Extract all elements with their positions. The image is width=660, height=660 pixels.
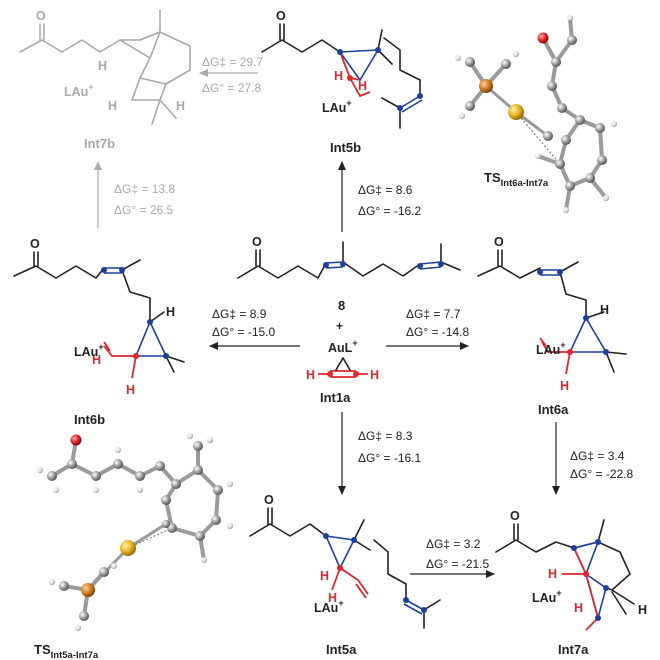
int7b-h2-label: H [108,99,117,113]
int6a-h1-label: H [600,303,609,317]
int5a-structure: O H H LAu+ [249,493,441,629]
int7b-label: Int7b [84,136,115,151]
ts-int6a-int7a-model [455,15,617,213]
dg-rxn-to-int5b: ΔG° = -16.2 [358,204,422,218]
int6a-h2-label: H [560,379,569,393]
dg-rxn-int6b-int7b: ΔG° = 26.5 [114,203,174,217]
ts-int6a-int7a-label: TSInt6a-Int7a [484,170,549,189]
int1a-h-left: H [306,368,315,382]
dg-ts-int5b-int7b: ΔG‡ = 29.7 [202,55,263,69]
int7b-h1-label: H [98,59,107,73]
dg-rxn-to-int5a: ΔG° = -16.1 [358,451,422,465]
compound8-oxygen-label: O [252,235,262,249]
reagent-plus: + [336,319,343,333]
int5b-lau-label: LAu+ [322,98,352,115]
int6b-h3-label: H [126,383,135,397]
int6a-label: Int6a [538,402,569,417]
int5b-label: Int5b [330,140,361,155]
dg-ts-int6b-int7b: ΔG‡ = 13.8 [114,182,175,196]
int5a-label: Int5a [326,642,357,657]
int6b-label: Int6b [74,412,105,427]
dg-rxn-to-int6a: ΔG° = -14.8 [406,325,470,339]
compound-8-structure: O [237,235,461,279]
ts-int5a-int7a-model [37,433,233,631]
int5a-h2-label: H [328,591,337,605]
int6a-oxygen-label: O [494,235,504,249]
int6b-h1-label: H [166,305,175,319]
dg-ts-int6a-int7a: ΔG‡ = 3.4 [570,449,625,463]
int5b-h1-label: H [334,69,343,83]
int6a-lau-label: LAu+ [536,340,566,357]
int6b-structure: O H H H LAu+ [13,237,185,397]
int5b-h2-label: H [358,79,367,93]
int5b-structure: O H H LAu+ [261,9,423,129]
int7a-structure: O H H H LAu+ [495,509,647,631]
dg-ts-to-int5b: ΔG‡ = 8.6 [358,183,413,197]
int7b-lau-label: LAu+ [64,82,94,99]
int1a-alkyne: H H [306,357,379,382]
int5a-lau-label: LAu+ [314,598,344,615]
dg-ts-int5a-int7a: ΔG‡ = 3.2 [426,537,481,551]
dg-ts-to-int5a: ΔG‡ = 8.3 [358,429,413,443]
dg-rxn-int5a-int7a: ΔG° = -21.5 [426,557,490,571]
int5a-h1-label: H [320,569,329,583]
int6b-h2-label: H [92,353,101,367]
int6b-oxygen-label: O [30,237,40,251]
int7a-label: Int7a [558,642,589,657]
compound-8-label: 8 [338,298,345,313]
int5a-oxygen-label: O [264,493,274,507]
aul-label: AuL+ [328,338,358,355]
int6b-lau-label: LAu+ [74,342,104,359]
dg-ts-to-int6b: ΔG‡ = 8.9 [212,307,267,321]
int7a-h3-label: H [638,603,647,617]
int7a-h2-label: H [574,601,583,615]
int1a-h-right: H [370,368,379,382]
int7b-h3-label: H [176,99,185,113]
ts-int5a-int7a-label: TSInt5a-Int7a [34,642,99,660]
int7a-h1-label: H [548,567,557,581]
int7a-lau-label: LAu+ [532,588,562,605]
int5b-oxygen-label: O [276,9,286,23]
dg-rxn-to-int6b: ΔG° = -15.0 [212,325,276,339]
int1a-label: Int1a [320,390,351,405]
int6a-structure: O H H LAu+ [477,235,627,393]
dg-rxn-int6a-int7a: ΔG° = -22.8 [570,467,634,481]
dg-ts-to-int6a: ΔG‡ = 7.7 [406,307,461,321]
int7a-oxygen-label: O [510,509,520,523]
int7b-structure: O H H H LAu+ [19,9,191,125]
int7b-oxygen-label: O [36,9,46,23]
dg-rxn-int5b-int7b: ΔG° = 27.8 [202,81,262,95]
